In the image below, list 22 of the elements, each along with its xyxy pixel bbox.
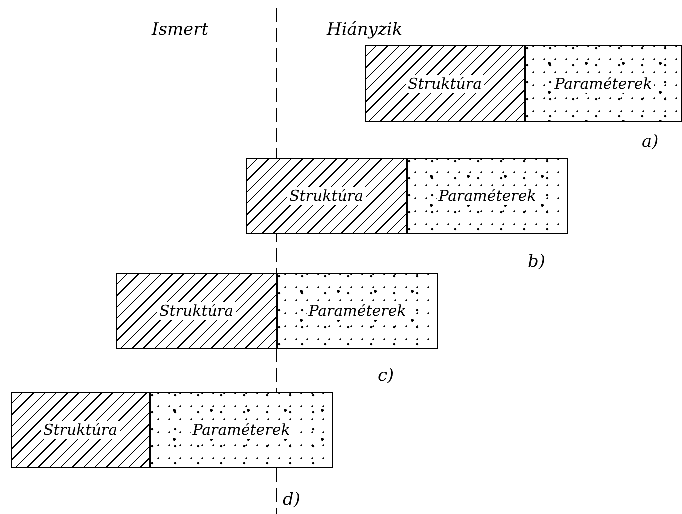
box-label: Paraméterek	[552, 74, 654, 92]
case-letter: a)	[642, 132, 659, 152]
dotted-box	[407, 158, 568, 234]
box-label: Paraméterek	[436, 187, 538, 205]
column-heading: Ismert	[152, 20, 209, 40]
box-label: Struktúra	[41, 421, 120, 439]
dotted-box	[525, 45, 682, 122]
hatched-box	[116, 273, 277, 349]
box-label: Struktúra	[157, 302, 236, 320]
box-label: Struktúra	[287, 187, 366, 205]
hatched-box	[246, 158, 407, 234]
column-heading: Hiányzik	[327, 20, 403, 40]
dotted-box	[150, 392, 333, 468]
case-letter: b)	[528, 252, 546, 272]
box-label: Paraméterek	[190, 421, 292, 439]
box-label: Struktúra	[406, 74, 484, 92]
case-letter: c)	[378, 366, 394, 386]
box-label: Paraméterek	[306, 302, 408, 320]
hatched-box	[365, 45, 525, 122]
hatched-box	[11, 392, 150, 468]
dotted-box	[277, 273, 438, 349]
case-letter: d)	[283, 490, 301, 510]
